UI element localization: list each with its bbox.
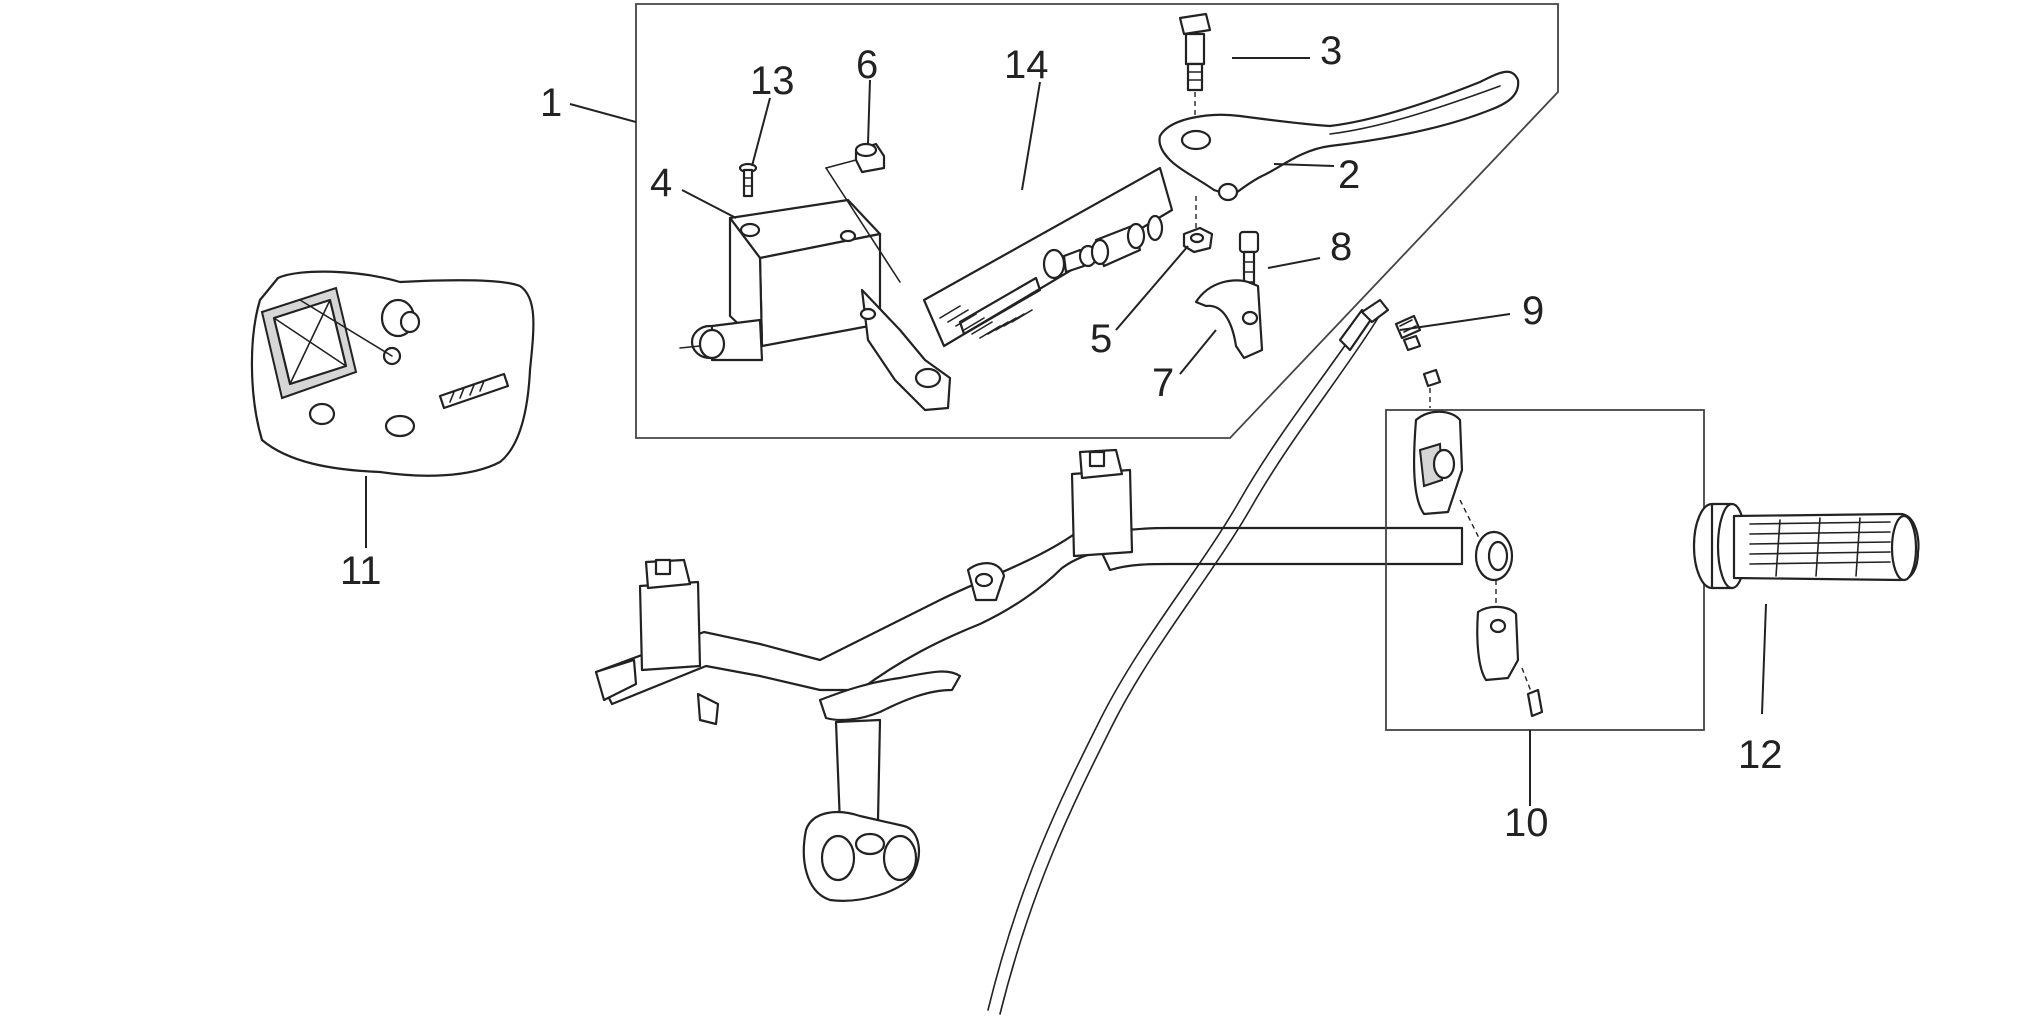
- master-cylinder-body: [679, 198, 952, 412]
- grip-12: [1692, 502, 1920, 590]
- brake-cable: [987, 298, 1390, 1015]
- callout-9: 9: [1522, 289, 1544, 333]
- clamp-7: [1194, 279, 1264, 360]
- cable-adjuster-9: [1394, 314, 1442, 408]
- master-cylinder-group-box: [635, 3, 1559, 439]
- pivot-bolt-3: [1178, 12, 1212, 122]
- callout-4: 4: [650, 161, 672, 205]
- callout-10: 10: [1504, 801, 1549, 845]
- callout-1: 1: [540, 81, 562, 125]
- plug-6: [825, 142, 901, 283]
- throttle-housing-10: [1412, 410, 1544, 718]
- callout-12: 12: [1738, 733, 1783, 777]
- handlebar-frame: [594, 448, 1464, 902]
- switch-housing-11: [250, 270, 535, 477]
- callout-8: 8: [1330, 225, 1352, 269]
- clamp-bolt-8: [1238, 230, 1260, 294]
- piston-kit-14: [922, 166, 1174, 348]
- callout-2: 2: [1338, 153, 1360, 197]
- leader-lines: [365, 57, 1767, 806]
- callout-13: 13: [750, 59, 795, 103]
- screw-13: [738, 162, 758, 198]
- callout-14: 14: [1004, 43, 1049, 87]
- callout-3: 3: [1320, 29, 1342, 73]
- callout-7: 7: [1152, 361, 1174, 405]
- callout-5: 5: [1090, 317, 1112, 361]
- nut-5: [1182, 196, 1214, 254]
- callout-6: 6: [856, 43, 878, 87]
- callout-11: 11: [340, 549, 382, 593]
- brake-lever-2: [1158, 70, 1520, 202]
